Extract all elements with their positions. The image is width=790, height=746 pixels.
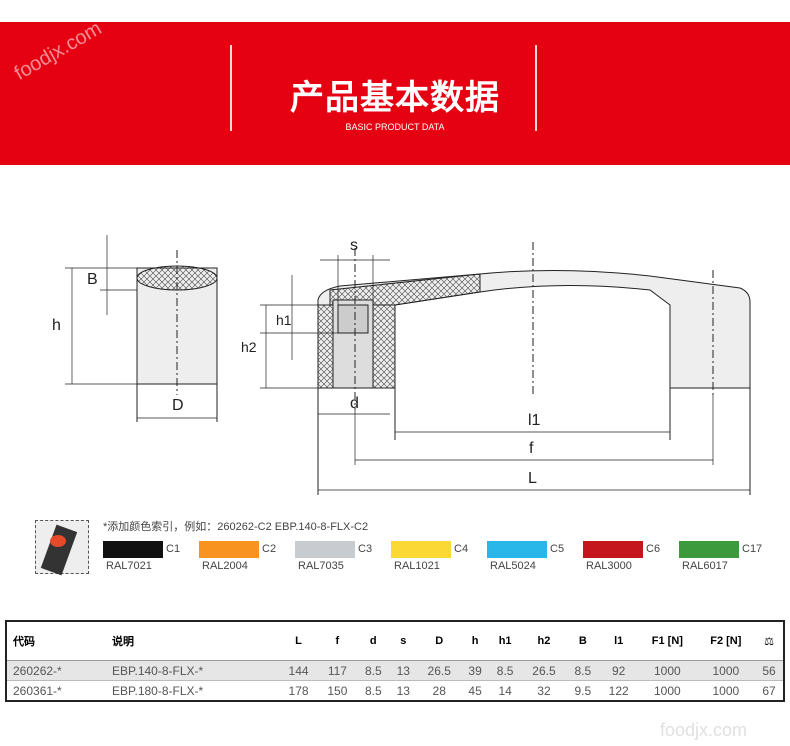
table-cell: 9.5 <box>566 680 600 701</box>
column-header: 说明 <box>112 636 135 648</box>
label-l1: l1 <box>528 412 541 429</box>
color-swatch: C6 RAL3000 <box>583 541 660 572</box>
table-cell: 1000 <box>696 680 756 701</box>
swatch-color <box>199 541 259 558</box>
page-subtitle: BASIC PRODUCT DATA <box>345 122 445 132</box>
color-swatch: C3 RAL7035 <box>295 541 372 572</box>
column-header: f <box>335 635 340 647</box>
side-view: h B D <box>52 235 218 422</box>
front-view: s h1 h2 d l1 f L <box>241 237 751 495</box>
swatch-code: C3 <box>358 543 373 555</box>
color-index-note: *添加颜色索引，例如：260262-C2 EBP.140-8-FLX-C2 <box>103 521 369 533</box>
label-h: h <box>52 317 61 334</box>
table-cell: 56 <box>755 660 784 681</box>
column-header: h1 <box>498 635 512 647</box>
swatch-color <box>103 541 163 558</box>
label-L: L <box>528 470 537 487</box>
color-swatch: C2 RAL2004 <box>199 541 276 572</box>
swatch-color <box>391 541 451 558</box>
column-header: l1 <box>614 635 624 647</box>
swatch-code: C1 <box>166 543 181 555</box>
column-header: L <box>295 635 302 647</box>
swatch-color <box>583 541 643 558</box>
column-header: d <box>369 635 377 647</box>
table-cell: 144 <box>279 660 318 681</box>
table-cell: 26.5 <box>521 660 567 681</box>
swatch-code: C17 <box>742 543 763 555</box>
table-cell: 260361-* <box>6 680 107 701</box>
swatch-ral: RAL6017 <box>682 560 728 572</box>
swatch-code: C6 <box>646 543 661 555</box>
table-cell: 32 <box>521 680 567 701</box>
swatch-color <box>295 541 355 558</box>
column-header: 代码 <box>13 636 35 648</box>
column-header: F2 [N] <box>710 635 742 647</box>
table-cell: 1000 <box>638 680 697 701</box>
table-cell: 1000 <box>638 660 697 681</box>
table-cell: 8.5 <box>356 660 390 681</box>
swatch-code: C2 <box>262 543 277 555</box>
table-cell: 28 <box>416 680 462 701</box>
page-title: 产品基本数据 <box>290 78 500 118</box>
table-cell: 8.5 <box>356 680 390 701</box>
swatch-color <box>679 541 739 558</box>
table-cell: EBP.180-8-FLX-* <box>106 680 280 701</box>
column-header: B <box>578 635 587 647</box>
table-cell: 45 <box>461 680 489 701</box>
table-cell: 8.5 <box>566 660 600 681</box>
swatch-ral: RAL2004 <box>202 560 248 572</box>
column-header: h <box>471 635 479 647</box>
table-cell: 178 <box>279 680 318 701</box>
label-h1: h1 <box>276 312 292 328</box>
table-cell: EBP.140-8-FLX-* <box>106 660 280 681</box>
column-header: s <box>400 635 407 647</box>
swatch-ral: RAL7021 <box>106 560 152 572</box>
label-d: d <box>350 395 359 412</box>
column-header: D <box>435 635 444 647</box>
color-swatch: C5 RAL5024 <box>487 541 564 572</box>
color-swatch: C4 RAL1021 <box>391 541 468 572</box>
table-cell: 13 <box>389 660 417 681</box>
label-h2: h2 <box>241 339 257 355</box>
column-header: h2 <box>537 635 551 647</box>
color-swatch: C1 RAL7021 <box>103 541 180 572</box>
table-cell: 8.5 <box>488 660 522 681</box>
table-cell: 117 <box>317 660 357 681</box>
divider <box>230 45 232 131</box>
color-swatch: C17 RAL6017 <box>679 541 762 572</box>
swatch-code: C4 <box>454 543 469 555</box>
table-cell: 150 <box>317 680 357 701</box>
swatch-code: C5 <box>550 543 565 555</box>
table-cell: 14 <box>488 680 522 701</box>
swatch-ral: RAL1021 <box>394 560 440 572</box>
table-cell: 26.5 <box>416 660 462 681</box>
divider <box>535 45 537 131</box>
table-cell: 260262-* <box>6 660 107 681</box>
label-s: s <box>350 237 358 254</box>
swatch-ral: RAL3000 <box>586 560 632 572</box>
table-cell: 39 <box>461 660 489 681</box>
color-insert-thumbnail <box>35 520 89 576</box>
label-B: B <box>87 271 98 288</box>
label-D: D <box>172 397 184 414</box>
table-cell: 1000 <box>696 660 756 681</box>
column-header: F1 [N] <box>651 635 683 647</box>
swatch-ral: RAL7035 <box>298 560 344 572</box>
table-cell: 122 <box>599 680 639 701</box>
column-header: ⚖ <box>764 635 774 648</box>
header-banner <box>0 22 790 165</box>
table-cell: 67 <box>755 680 784 701</box>
swatch-color <box>487 541 547 558</box>
swatch-ral: RAL5024 <box>490 560 536 572</box>
watermark: foodjx.com <box>660 720 748 740</box>
table-cell: 92 <box>599 660 639 681</box>
label-f: f <box>529 440 534 457</box>
technical-drawing: h B D s h1 h2 d l1 f L <box>52 235 751 495</box>
table-cell: 13 <box>389 680 417 701</box>
